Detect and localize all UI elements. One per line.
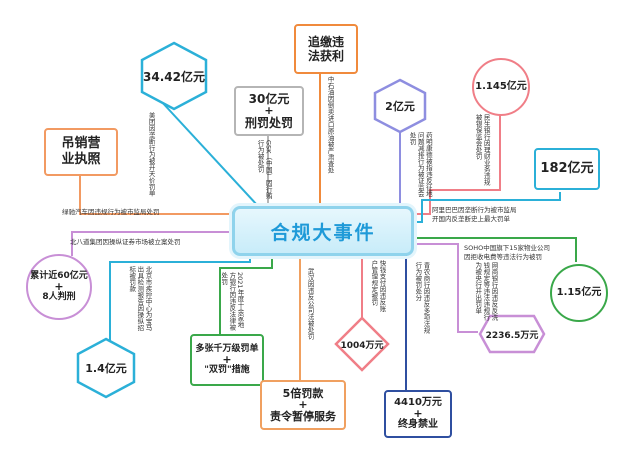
node-2yi: 2亿元 <box>372 78 428 134</box>
link-alibaba <box>408 192 561 223</box>
link-soho <box>408 237 577 262</box>
link-meituan <box>159 99 259 207</box>
node-22365: 2236.5万元 <box>478 314 546 354</box>
label-beijing: 北京市疾控中心为宝马出具检测报告因操纵招标被罚款 <box>127 266 152 331</box>
node-60yi: 累计近60亿元 + 8人判刑 <box>26 254 92 320</box>
label-alibaba2: 开国内反垄断史上最大罚单 <box>432 215 510 223</box>
label-qingnong: 青农商行因违反多项法规行为被罚处分 <box>413 262 430 334</box>
label-soho1: SOHO中国旗下15家物业公司 <box>464 244 551 252</box>
node-1004: 1004万元 <box>334 316 390 372</box>
label-soho2: 因拒收电费等违法行为被罚 <box>464 253 542 261</box>
node-5bei: 5倍罚款 + 责令暂停服务 <box>260 380 346 430</box>
label-alibaba1: 阿里巴巴因垄断行为被市监局 <box>432 206 517 214</box>
label-beiba: 北八道集团因操纵证券市场被立案处罚 <box>70 238 181 246</box>
node-diaoxiao: 吊销营 业执照 <box>44 128 118 176</box>
label-lvsi: 绿驰汽车因违规行为被市监局处罚 <box>62 208 160 216</box>
node-4410: 4410万元 + 终身禁业 <box>384 390 452 438</box>
link-wangshang <box>408 243 478 333</box>
node-14: 1.4亿元 <box>74 336 138 400</box>
label-kuaiqian: 快钱支付因违反账户管理规定被罚 <box>369 260 386 312</box>
node-3442: 34.42亿元 <box>138 40 210 112</box>
label-yaoming: 药明康德被指违反征地问题减排行为被证监会处罚 <box>408 132 433 197</box>
label-shiyi: 2021年度十余家地方银行因违反法律被处罚 <box>219 272 244 331</box>
node-zhuijiao: 追缴违 法获利 <box>294 24 358 74</box>
link-shiyi <box>219 250 273 336</box>
label-gsk: GSK（中国）因行贿行为被处罚 <box>256 140 273 199</box>
center-title: 合规大事件 <box>232 206 414 256</box>
link-beiba <box>71 231 232 256</box>
label-minsheng: 民生银行因理财业务违规被银保监会处罚 <box>474 114 491 186</box>
link-beijing <box>109 250 251 342</box>
label-wuhan: 武汉因违反公司法被处罚 <box>306 268 315 340</box>
link-diaoxiao <box>79 172 232 215</box>
node-182: 182亿元 <box>534 148 600 190</box>
node-30yi: 30亿元 + 刑罚处罚 <box>234 86 304 136</box>
label-meituan: 美团因垄断行为被开天价罚单 <box>147 112 156 197</box>
label-wangshang: 网商银行因违反反洗钱规定等违法违规行为被央行开出罚单 <box>473 262 498 321</box>
node-fadan: 多张千万级罚单 + "双罚"措施 <box>190 334 264 386</box>
node-1145: 1.145亿元 <box>472 58 530 116</box>
node-115: 1.15亿元 <box>550 264 608 322</box>
label-zhongshiyou: 中石油因倒卖进口原油被严肃查处 <box>326 76 335 174</box>
